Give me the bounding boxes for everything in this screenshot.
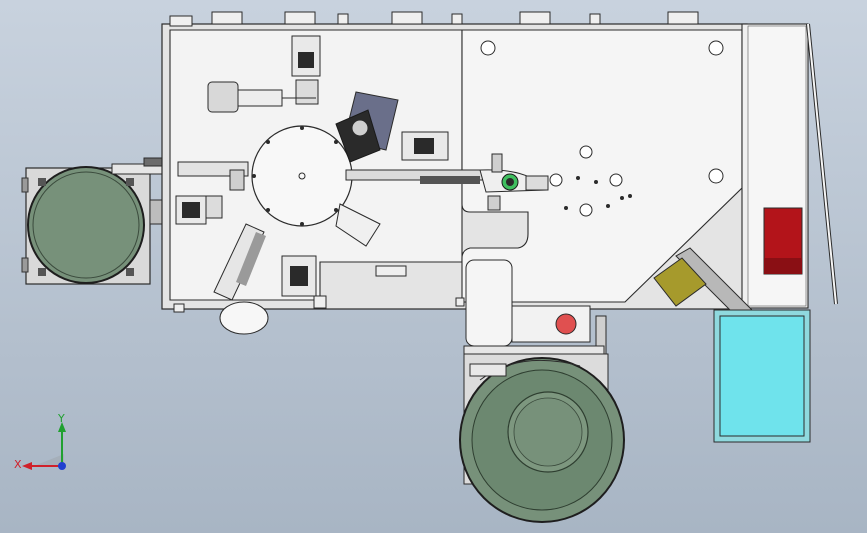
left-feed-station[interactable] bbox=[175, 161, 249, 225]
bottom-clamps bbox=[173, 265, 465, 313]
rotary-index-table[interactable] bbox=[251, 125, 353, 227]
coordinate-triad: Y X bbox=[14, 410, 78, 480]
dark-pick-place-unit[interactable] bbox=[335, 91, 399, 163]
inspection-sensor bbox=[335, 203, 381, 247]
output-tray[interactable] bbox=[713, 309, 811, 443]
mounting-holes bbox=[480, 40, 724, 217]
bottom-motor-station[interactable] bbox=[213, 223, 317, 301]
y-axis-label: Y bbox=[58, 412, 65, 425]
left-bowl-feeder[interactable] bbox=[21, 166, 151, 285]
small-roller bbox=[219, 301, 269, 335]
triad-arrows bbox=[22, 422, 66, 470]
main-base-plate[interactable] bbox=[161, 23, 748, 347]
red-panel bbox=[763, 207, 803, 275]
bottom-bowl-feeder[interactable] bbox=[459, 353, 625, 523]
transfer-arm[interactable] bbox=[479, 153, 549, 211]
center-motor-station[interactable] bbox=[345, 131, 487, 184]
top-clamps bbox=[169, 11, 699, 27]
cylinder-station[interactable] bbox=[207, 81, 316, 113]
top-motor-station[interactable] bbox=[291, 35, 321, 105]
small-fasteners bbox=[564, 176, 632, 210]
x-axis-label: X bbox=[14, 458, 22, 471]
